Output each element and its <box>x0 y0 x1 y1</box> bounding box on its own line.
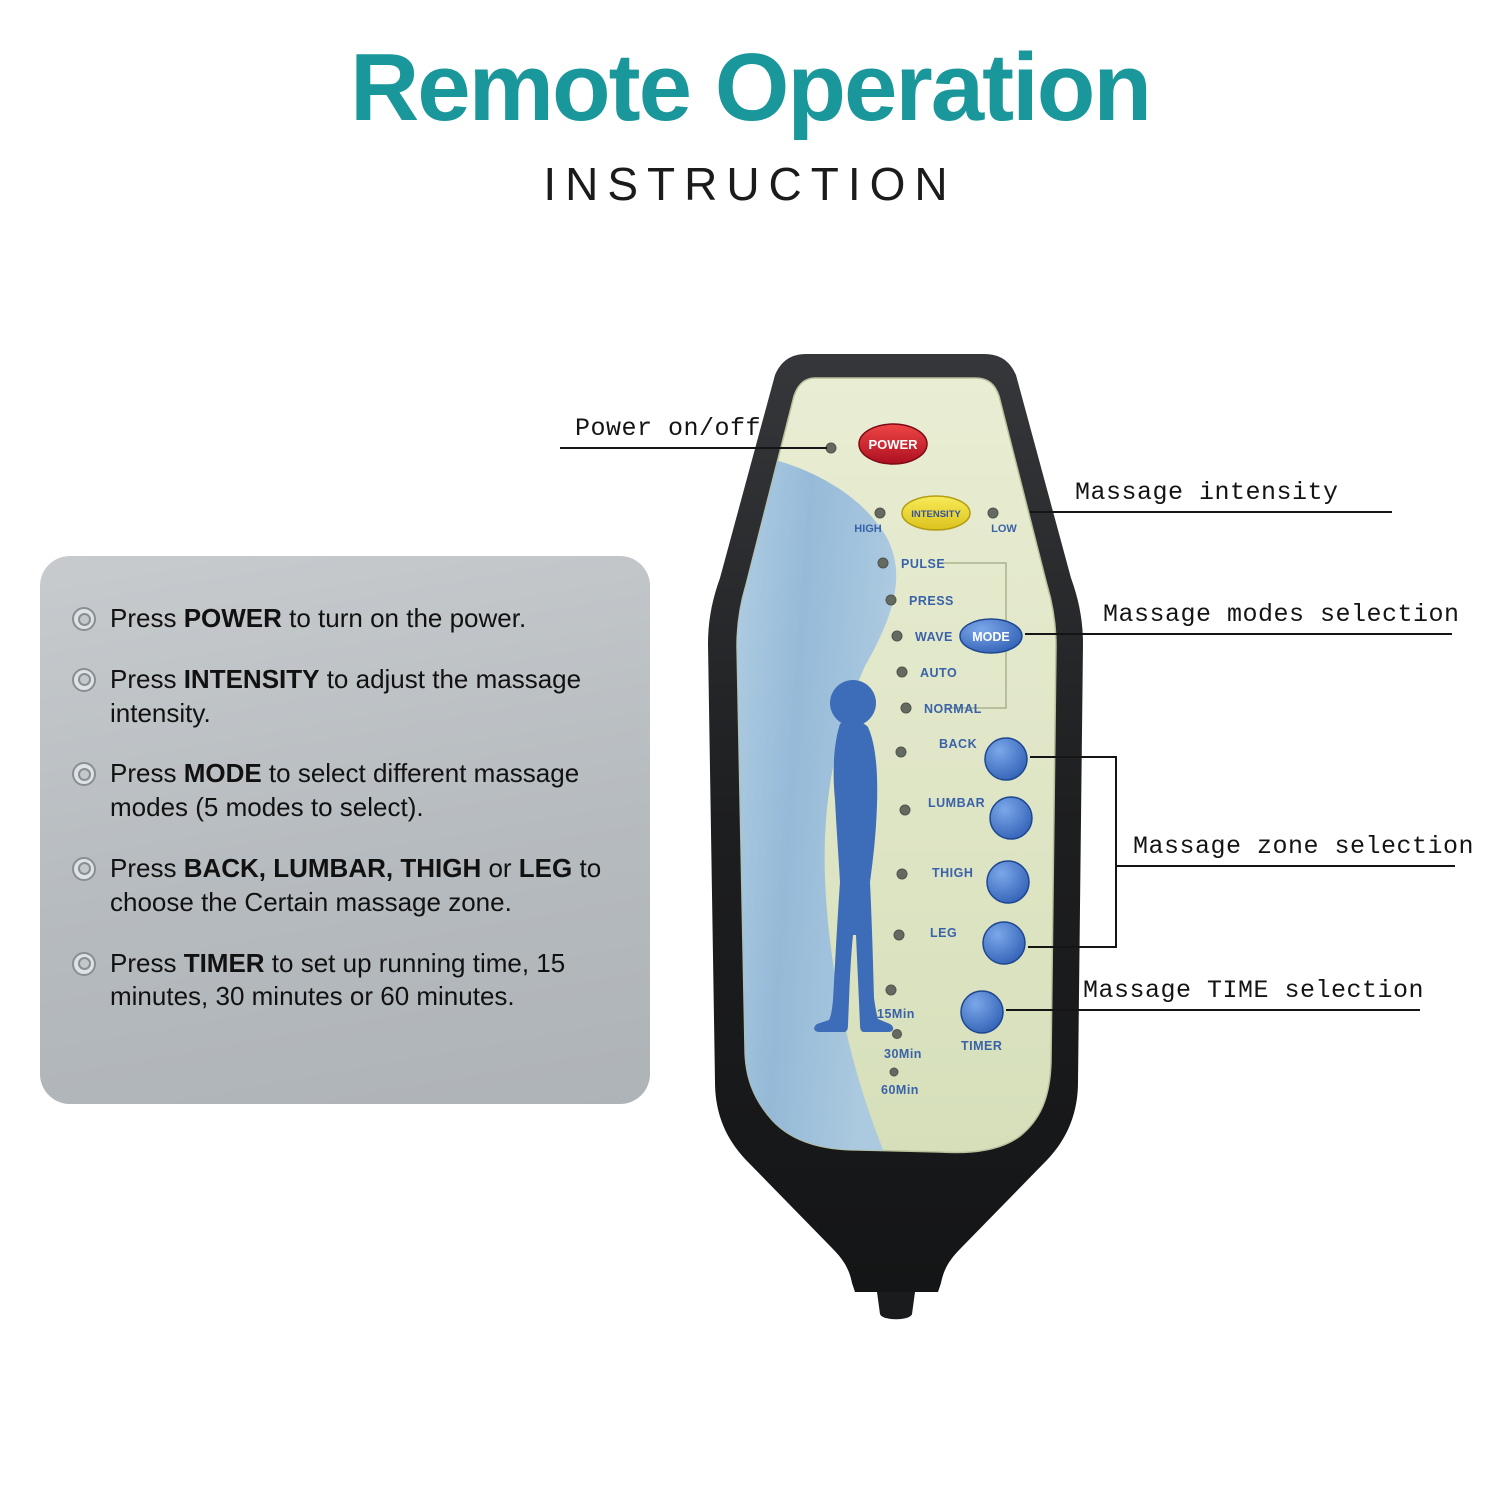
bullet-icon <box>72 762 96 787</box>
callout-modes-label: Massage modes selection <box>1103 600 1460 629</box>
callout-power-label: Power on/off <box>575 414 762 443</box>
zone-button-thigh[interactable] <box>986 860 1030 904</box>
bullet-icon <box>72 607 96 631</box>
zone-button-lumbar[interactable] <box>989 796 1033 840</box>
intensity-led-low <box>987 507 999 519</box>
timer-label-60min: 60Min <box>881 1083 919 1097</box>
timer-led-30 <box>892 1029 902 1039</box>
callout-intensity-label: Massage intensity <box>1075 478 1339 507</box>
zone-led-thigh <box>896 868 908 880</box>
bullet-inner-icon <box>77 957 91 971</box>
zone-led-leg <box>893 929 905 941</box>
mode-led-pulse <box>877 557 889 569</box>
intensity-low-label: LOW <box>991 523 1017 535</box>
page-title: Remote Operation <box>349 34 1152 141</box>
timer-button[interactable] <box>960 990 1004 1034</box>
timer-button-label: TIMER <box>961 1039 1002 1053</box>
zone-button-leg[interactable] <box>982 921 1026 965</box>
instruction-item-intensity: Press INTENSITY to adjust the massage in… <box>72 663 612 731</box>
mode-label-press: PRESS <box>909 594 954 608</box>
bullet-inner-icon <box>77 862 91 876</box>
bullet-inner-icon <box>77 767 91 781</box>
mode-label-pulse: PULSE <box>901 557 945 571</box>
intensity-button-label: INTENSITY <box>911 509 961 520</box>
mode-label-normal: NORMAL <box>924 702 982 716</box>
remote-cable-nub <box>877 1292 915 1320</box>
zone-label-lumbar: LUMBAR <box>928 796 985 810</box>
instruction-item-power: Press POWER to turn on the power. <box>72 602 612 636</box>
timer-led-15 <box>885 984 897 996</box>
instruction-text: Press POWER to turn on the power. <box>110 603 527 633</box>
mode-led-wave <box>891 630 903 642</box>
callout-time-label: Massage TIME selection <box>1083 976 1425 1005</box>
power-led <box>825 442 837 454</box>
mode-button-label: MODE <box>972 630 1010 644</box>
instruction-text: Press BACK, LUMBAR, THIGH or LEG to choo… <box>110 852 602 917</box>
timer-led-60 <box>889 1067 899 1077</box>
mode-label-auto: AUTO <box>920 666 957 680</box>
timer-label-30min: 30Min <box>884 1047 922 1061</box>
intensity-button[interactable] <box>901 495 971 531</box>
instruction-text: Press TIMER to set up running time, 15 m… <box>110 947 566 1012</box>
zone-button-back[interactable] <box>984 737 1028 781</box>
instruction-item-zones: Press BACK, LUMBAR, THIGH or LEG to choo… <box>72 852 612 920</box>
callout-zones-label: Massage zone selection <box>1133 832 1475 861</box>
bullet-inner-icon <box>77 612 91 626</box>
wave-graphic <box>737 440 897 1153</box>
timer-label-15min: 15Min <box>877 1007 915 1021</box>
zone-label-thigh: THIGH <box>932 866 973 880</box>
mode-label-wave: WAVE <box>915 630 953 644</box>
instruction-text: Press INTENSITY to adjust the massage in… <box>110 663 582 728</box>
power-button-label: POWER <box>868 437 918 452</box>
bullet-icon <box>72 667 96 692</box>
zone-led-lumbar <box>899 804 911 816</box>
instruction-item-timer: Press TIMER to set up running time, 15 m… <box>72 947 612 1015</box>
callout-bracket-zones <box>1028 756 1455 948</box>
instruction-text: Press MODE to select different massage m… <box>110 758 580 823</box>
mode-led-auto <box>896 666 908 678</box>
human-silhouette-icon <box>814 680 894 1032</box>
mode-led-normal <box>900 702 912 714</box>
zone-led-back <box>895 746 907 758</box>
zone-label-leg: LEG <box>930 926 957 940</box>
zone-label-back: BACK <box>939 737 977 751</box>
page-subtitle: INSTRUCTION <box>543 157 957 210</box>
mode-led-press <box>885 594 897 606</box>
power-button[interactable] <box>858 423 928 465</box>
intensity-led-high <box>874 507 886 519</box>
bullet-icon <box>72 951 96 976</box>
header: Remote Operation INSTRUCTION <box>0 34 1500 211</box>
bullet-icon <box>72 856 96 881</box>
instruction-item-mode: Press MODE to select different massage m… <box>72 757 612 825</box>
bullet-inner-icon <box>77 673 91 687</box>
intensity-high-label: HIGH <box>854 523 882 535</box>
instruction-panel: Press POWER to turn on the power. Press … <box>40 556 650 1104</box>
mode-button[interactable] <box>959 618 1023 654</box>
